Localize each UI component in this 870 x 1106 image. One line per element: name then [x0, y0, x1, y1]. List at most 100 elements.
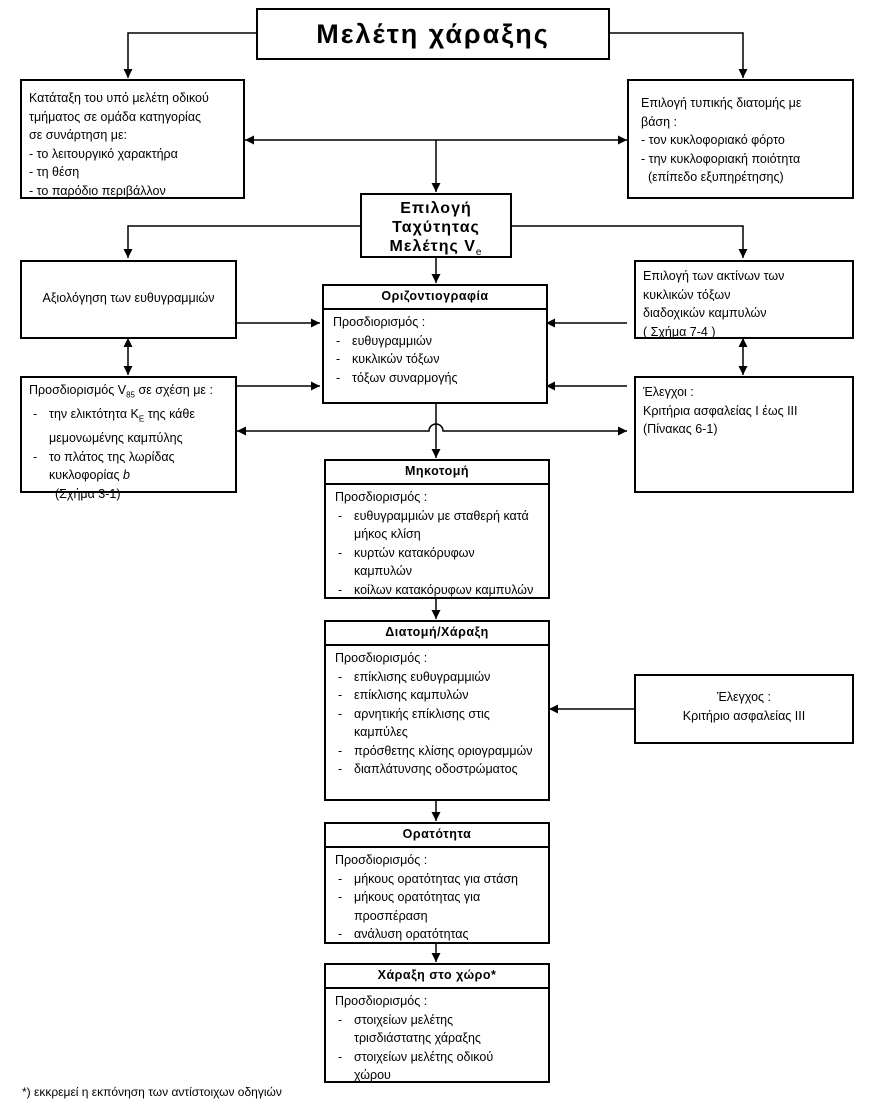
design-speed-subscript: e	[475, 247, 483, 259]
item-continuation: καμπύλες	[354, 725, 408, 739]
checks-line: Κριτήρια ασφαλείας Ι έως ΙΙΙ	[643, 403, 798, 418]
cross-section-item: -επίκλισης ευθυγραμμιών	[338, 669, 491, 684]
v85-item-text: κυκλοφορίας	[49, 468, 124, 482]
cross-section-item: -διαπλάτυνσης οδοστρώματος	[338, 762, 518, 776]
radii-choice-box: Επιλογή των ακτίνων των κυκλικών τόξων δ…	[634, 260, 854, 339]
v85-item-curvature: -την ελικτότητα KE της κάθε	[33, 407, 195, 424]
visibility-box: Ορατότητα Προσδιορισμός : -μήκους ορατότ…	[324, 822, 550, 944]
item-continuation: καμπυλών	[354, 564, 413, 578]
check3-line: Κριτήριο ασφαλείας ΙΙΙ	[682, 708, 806, 723]
classification-line: σε συνάρτηση με:	[29, 128, 127, 142]
cross-section-choice-item: - την κυκλοφοριακή ποιότητα	[641, 151, 801, 166]
classification-item: - το λειτουργικό χαρακτήρα	[29, 146, 178, 161]
item-text: επίκλισης ευθυγραμμιών	[354, 669, 491, 684]
footnote: *) εκκρεμεί η εκπόνηση των αντίστοιχων ο…	[22, 1085, 282, 1099]
horizontal-alignment-intro: Προσδιορισμός :	[333, 315, 426, 329]
horizontal-alignment-item: -ευθυγραμμιών	[336, 333, 432, 348]
visibility-item: -μήκους ορατότητας για στάση	[338, 871, 519, 886]
profile-box: Μηκοτομή Προσδιορισμός : -ευθυγραμμιών μ…	[324, 459, 550, 599]
arrow-speed-to-straights	[123, 225, 360, 258]
cross-section-intro: Προσδιορισμός :	[335, 651, 428, 665]
cross-section-choice-item: (επίπεδο εξυπηρέτησης)	[641, 170, 784, 184]
item-text: πρόσθετης κλίσης οριογραμμών	[354, 743, 533, 758]
item-text: αρνητικής επίκλισης στις	[354, 706, 490, 721]
cross-section-choice-item: - τον κυκλοφοριακό φόρτο	[641, 133, 785, 147]
item-text: κυκλικών τόξων	[352, 352, 440, 366]
classification-box: Κατάταξη του υπό μελέτη οδικού τμήματος …	[20, 79, 245, 199]
v85-lane-width-symbol: b	[123, 468, 130, 482]
visibility-item: -ανάλυση ορατότητας	[338, 927, 469, 941]
v85-item-subscript: E	[138, 414, 145, 424]
item-text: ευθυγραμμιών με σταθερή κατά	[354, 508, 529, 523]
cross-section-item: -επίκλισης καμπυλών	[338, 688, 469, 702]
spatial-alignment-header: Χάραξη στο χώρο*	[326, 965, 548, 989]
v85-box: Προσδιορισμός V85 σε σχέση με : -την ελι…	[20, 376, 237, 501]
item-text: ευθυγραμμιών	[352, 333, 432, 348]
cross-section-choice-line: βάση :	[641, 114, 678, 129]
item-text: στοιχείων μελέτης	[354, 1012, 454, 1027]
horizontal-alignment-item: -τόξων συναρμογής	[336, 370, 458, 385]
cross-section-choice-line: Επιλογή τυπικής διατομής με	[641, 96, 802, 110]
design-speed-line: Μελέτης Ve	[362, 237, 510, 262]
check3-line: Έλεγχος :	[716, 690, 772, 704]
item-text: κυρτών κατακόρυφων	[354, 545, 475, 560]
classification-item: - τη θέση	[29, 165, 80, 179]
checks-line: (Πίνακας 6-1)	[643, 422, 718, 436]
item-continuation: προσπέραση	[354, 908, 428, 923]
cross-section-item: -πρόσθετης κλίσης οριογραμμών	[338, 743, 533, 758]
radii-choice-line: Επιλογή των ακτίνων των	[643, 269, 785, 283]
v85-intro-suffix: σε σχέση με :	[135, 383, 213, 397]
classification-line: τμήματος σε ομάδα κατηγορίας	[29, 109, 202, 124]
profile-item: -κοίλων κατακόρυφων καμπυλών	[338, 582, 534, 597]
design-speed-label: Μελέτης V	[389, 238, 476, 255]
v85-intro: Προσδιορισμός V85 σε σχέση με :	[29, 381, 235, 405]
item-text: στοιχείων μελέτης οδικού	[354, 1049, 494, 1064]
checks-box: Έλεγχοι : Κριτήρια ασφαλείας Ι έως ΙΙΙ (…	[634, 376, 854, 493]
cross-section-box: Διατομή/Χάραξη Προσδιορισμός : -επίκλιση…	[324, 620, 550, 801]
v85-intro-text: Προσδιορισμός V	[29, 383, 127, 397]
v85-item-continuation: μεμονωμένης καμπύλης	[49, 431, 183, 445]
radii-choice-line: ( Σχήμα 7-4 )	[643, 324, 716, 339]
design-speed-line: Ταχύτητας	[392, 219, 480, 236]
classification-item: - το παρόδιο περιβάλλον	[29, 183, 166, 198]
item-text: μήκους ορατότητας για	[354, 890, 481, 904]
v85-item-suffix: της κάθε	[144, 407, 195, 421]
horizontal-alignment-item: -κυκλικών τόξων	[336, 352, 440, 366]
visibility-intro: Προσδιορισμός :	[335, 853, 428, 867]
straights-evaluation-text: Αξιολόγηση των ευθυγραμμιών	[42, 291, 215, 305]
item-text: επίκλισης καμπυλών	[354, 688, 469, 702]
v85-item-reference: (Σχήμα 3-1)	[55, 486, 121, 501]
horizontal-alignment-header: Οριζοντιογραφία	[324, 286, 546, 310]
v85-item-text: την ελικτότητα K	[49, 407, 139, 421]
profile-header: Μηκοτομή	[326, 461, 548, 485]
diagram-title: Μελέτη χάραξης	[256, 8, 610, 60]
arrow-speed-to-radii	[512, 225, 748, 258]
item-continuation: τρισδιάστατης χάραξης	[354, 1031, 481, 1045]
item-text: διαπλάτυνσης οδοστρώματος	[354, 762, 518, 776]
cross-section-header: Διατομή/Χάραξη	[326, 622, 548, 646]
item-continuation: μήκος κλίση	[354, 527, 421, 541]
straights-evaluation-box: Αξιολόγηση των ευθυγραμμιών	[20, 260, 237, 339]
spatial-alignment-intro: Προσδιορισμός :	[335, 994, 428, 1008]
checks-line: Έλεγχοι :	[643, 385, 694, 399]
item-text: μήκους ορατότητας για στάση	[354, 871, 519, 886]
radii-choice-line: κυκλικών τόξων	[643, 287, 731, 302]
radii-choice-line: διαδοχικών καμπυλών	[643, 306, 767, 320]
v85-subscript: 85	[126, 390, 135, 400]
item-text: κοίλων κατακόρυφων καμπυλών	[354, 582, 534, 597]
item-continuation: χώρου	[354, 1068, 391, 1082]
v85-item-continuation: κυκλοφορίας b	[29, 466, 235, 485]
v85-item-text: το πλάτος της λωρίδας	[49, 449, 175, 464]
visibility-header: Ορατότητα	[326, 824, 548, 848]
design-speed-line: Επιλογή	[400, 200, 472, 217]
spatial-alignment-box: Χάραξη στο χώρο* Προσδιορισμός : -στοιχε…	[324, 963, 550, 1083]
arrow-v85-checks-link	[237, 423, 627, 436]
arrow-title-to-classification	[123, 32, 256, 78]
